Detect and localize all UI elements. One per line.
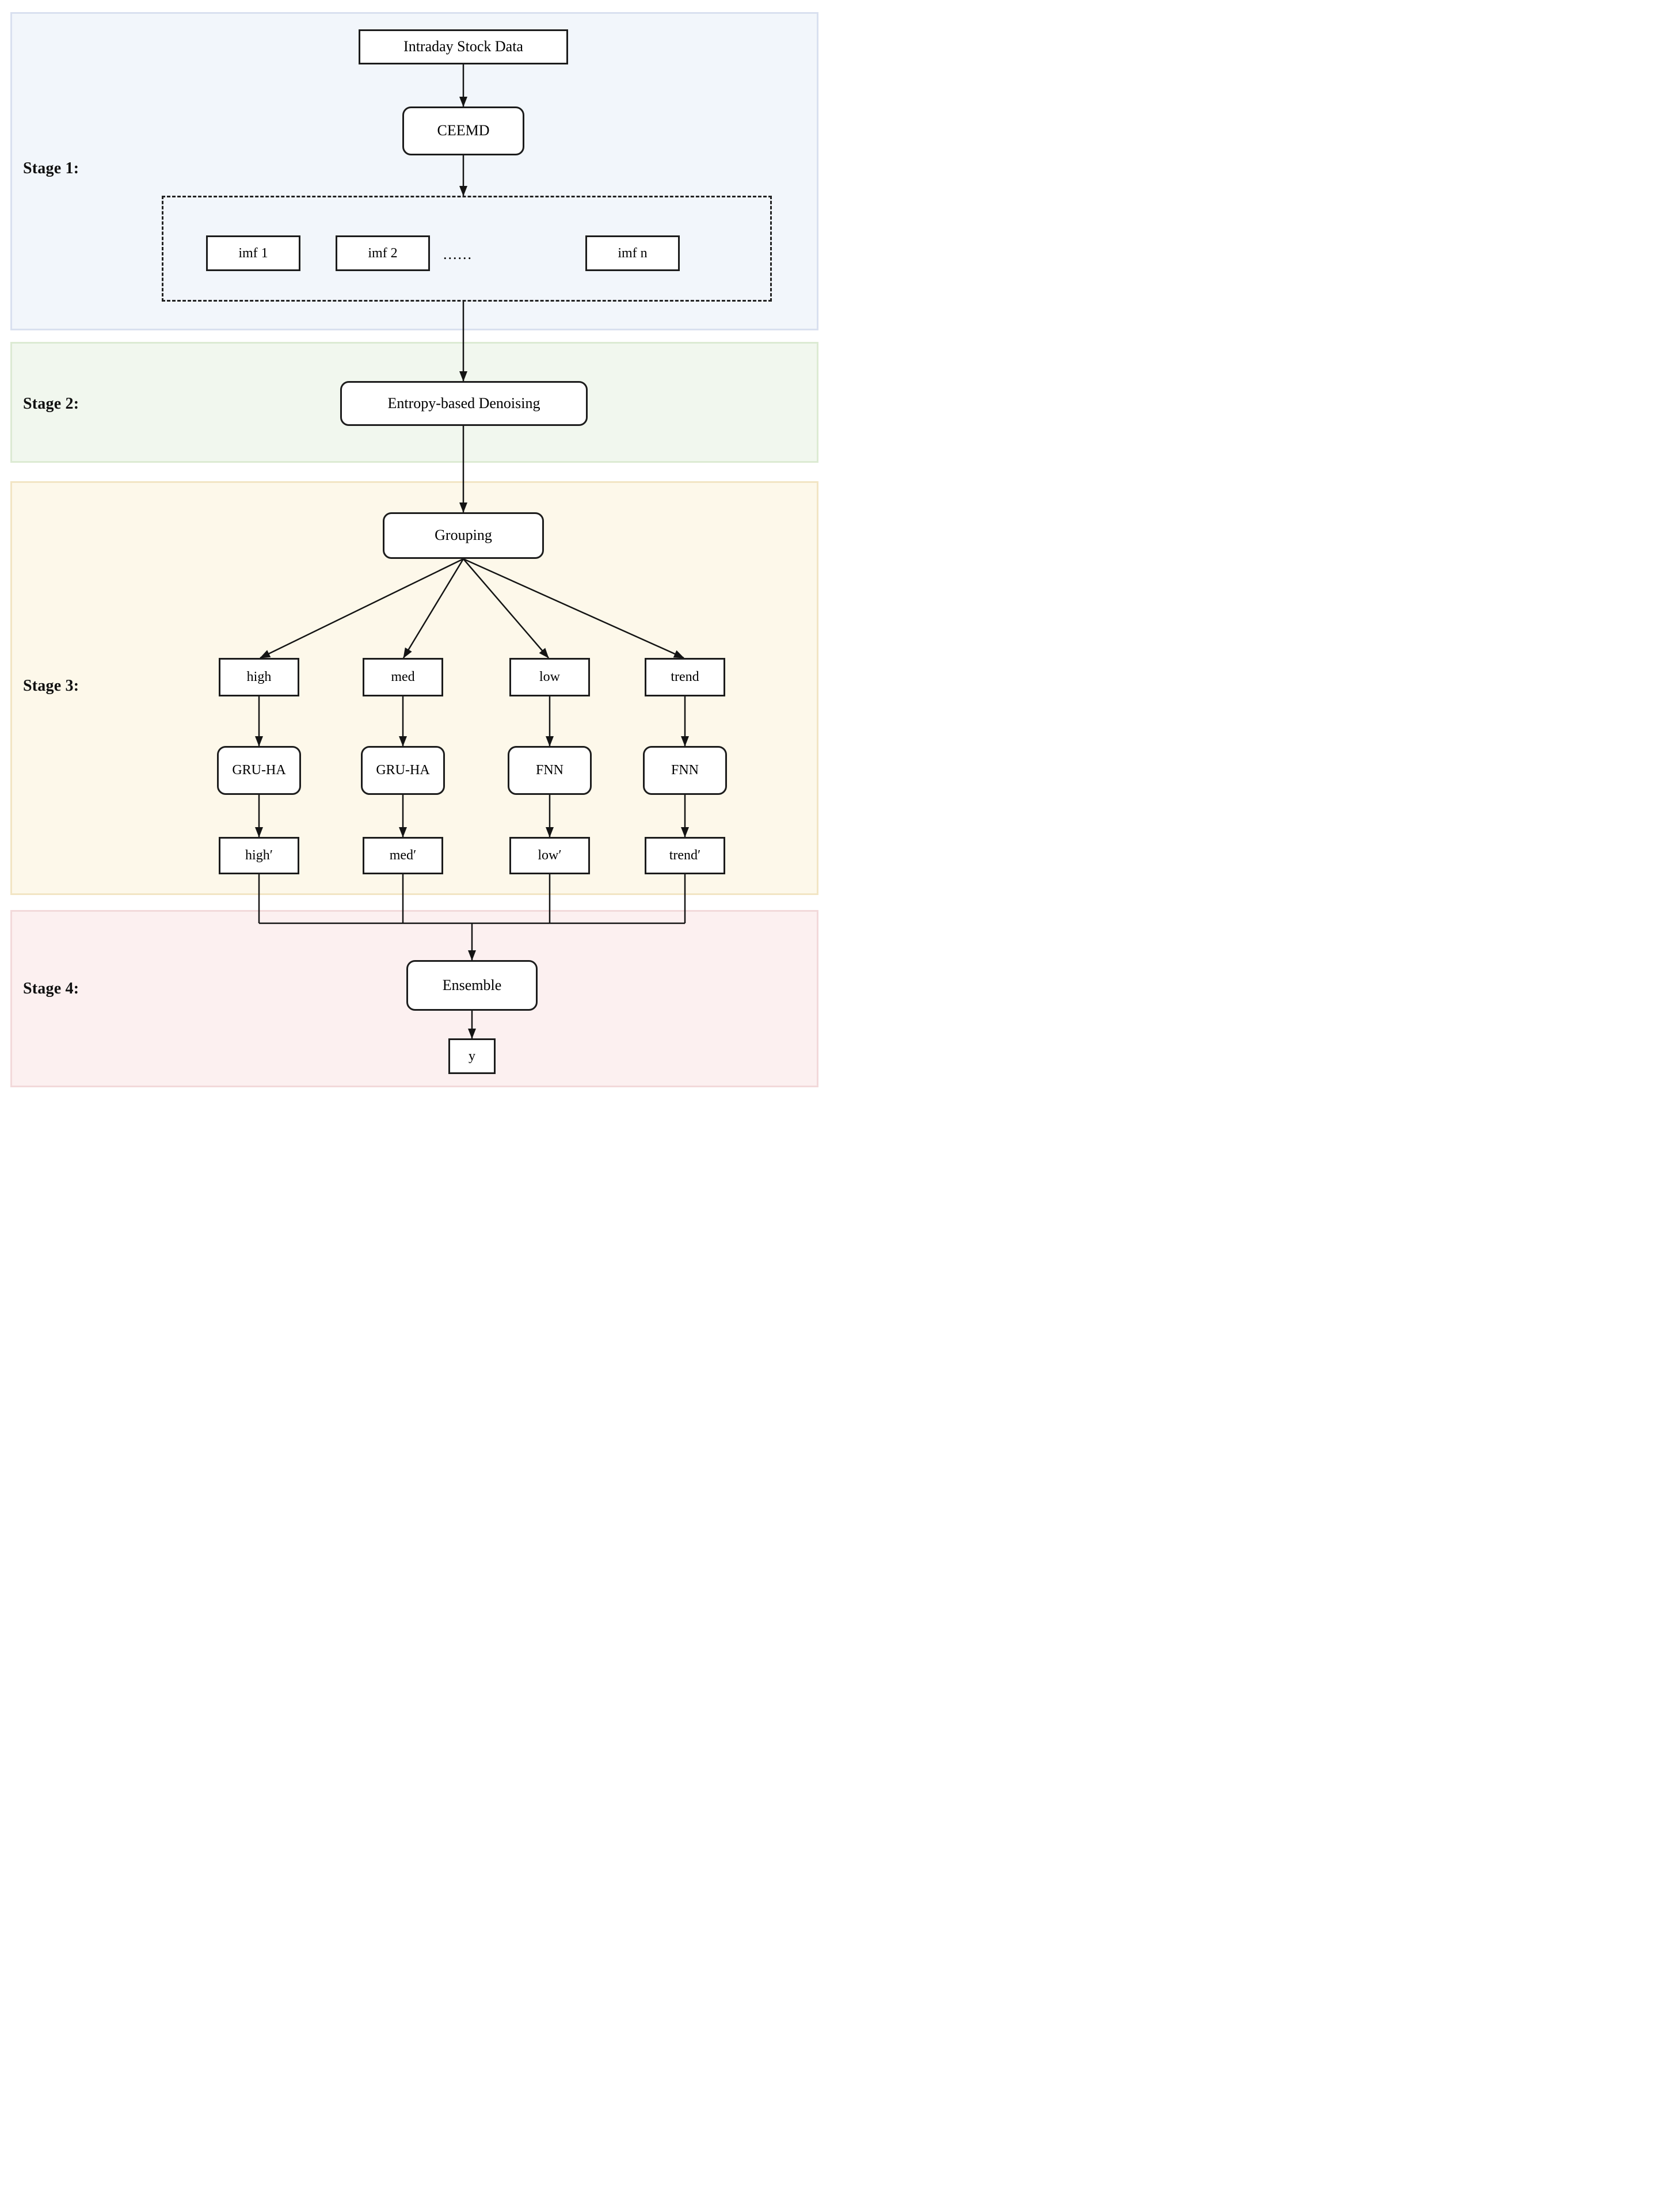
node-trend: trend xyxy=(645,658,725,696)
node-entropy-denoising: Entropy-based Denoising xyxy=(340,381,588,426)
node-imf-1: imf 1 xyxy=(206,235,300,271)
node-intraday-stock-data: Intraday Stock Data xyxy=(359,29,568,64)
stage-1-band xyxy=(10,12,818,330)
node-high-prime: high′ xyxy=(219,837,299,874)
node-trend-prime: trend′ xyxy=(645,837,725,874)
stage-4-label: Stage 4: xyxy=(23,980,79,998)
node-ceemd: CEEMD xyxy=(402,106,524,155)
node-imf-2: imf 2 xyxy=(336,235,430,271)
stage-3-label: Stage 3: xyxy=(23,677,79,695)
node-gruha-high: GRU-HA xyxy=(217,746,301,795)
node-med: med xyxy=(363,658,443,696)
node-grouping: Grouping xyxy=(383,512,544,559)
stage-2-label: Stage 2: xyxy=(23,395,79,413)
node-ensemble: Ensemble xyxy=(406,960,538,1011)
node-low-prime: low′ xyxy=(509,837,590,874)
node-low: low xyxy=(509,658,590,696)
node-fnn-trend: FNN xyxy=(643,746,727,795)
node-imf-n: imf n xyxy=(585,235,680,271)
node-high: high xyxy=(219,658,299,696)
node-fnn-low: FNN xyxy=(508,746,592,795)
imf-ellipsis: ...... xyxy=(443,246,473,262)
node-med-prime: med′ xyxy=(363,837,443,874)
imf-group-dashed-box xyxy=(162,196,772,302)
stage-1-label: Stage 1: xyxy=(23,159,79,177)
node-gruha-med: GRU-HA xyxy=(361,746,445,795)
node-output-y: y xyxy=(448,1038,496,1074)
flowchart-canvas: Stage 1: Stage 2: Stage 3: Stage 4: xyxy=(0,0,832,1106)
